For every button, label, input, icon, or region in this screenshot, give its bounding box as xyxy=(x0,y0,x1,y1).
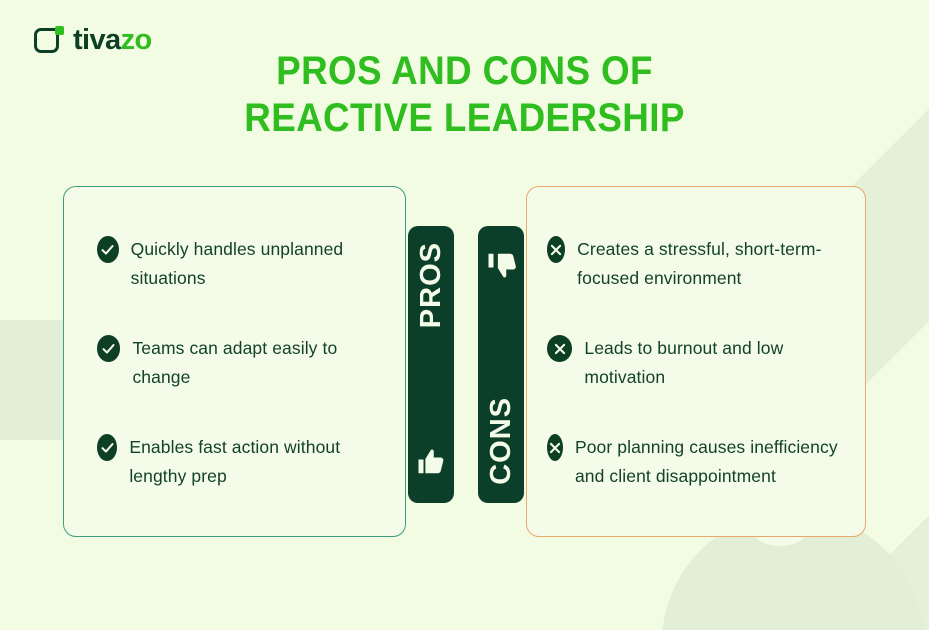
list-item: Quickly handles unplanned situations xyxy=(97,235,365,334)
page-title: Pros and Cons of Reactive Leadership xyxy=(37,48,892,142)
list-item-label: Enables fast action without lengthy prep xyxy=(129,437,341,486)
cons-list: Creates a stressful, short-term-focused … xyxy=(547,235,852,532)
brand-name: tivazo xyxy=(73,24,152,57)
tab-cons-label: CONS xyxy=(484,397,517,485)
tab-pros[interactable]: PROS xyxy=(408,226,454,503)
thumbs-down-icon xyxy=(486,250,516,280)
thumbs-up-icon xyxy=(416,447,446,477)
band-left-edge xyxy=(0,320,66,440)
rounded-square-bracket-icon xyxy=(34,25,64,56)
x-circle-icon xyxy=(547,335,573,362)
x-circle-icon xyxy=(547,434,563,461)
check-circle-icon xyxy=(97,434,118,461)
list-item-label: Creates a stressful, short-term-focused … xyxy=(577,239,822,288)
cons-card: Creates a stressful, short-term-focused … xyxy=(526,186,866,537)
brand-name-dark: tiva xyxy=(73,24,121,56)
brand-name-accent: zo xyxy=(120,24,153,56)
list-item: Teams can adapt easily to change xyxy=(97,334,365,433)
list-item: Enables fast action without lengthy prep xyxy=(97,433,365,532)
brand-logo[interactable]: tivazo xyxy=(34,24,152,57)
check-circle-icon xyxy=(97,236,119,263)
check-circle-icon xyxy=(97,335,121,362)
pros-list: Quickly handles unplanned situations Tea… xyxy=(97,235,365,532)
list-item-label: Teams can adapt easily to change xyxy=(132,338,338,387)
x-circle-icon xyxy=(547,236,566,263)
pros-card: Quickly handles unplanned situations Tea… xyxy=(63,186,406,537)
list-item-label: Poor planning causes inefficiency and cl… xyxy=(574,437,838,486)
list-item-label: Quickly handles unplanned situations xyxy=(130,239,344,288)
list-item: Creates a stressful, short-term-focused … xyxy=(547,235,852,334)
list-item: Leads to burnout and low motivation xyxy=(547,334,852,433)
list-item-label: Leads to burnout and low motivation xyxy=(584,338,784,387)
page-title-line-1: Pros and Cons of xyxy=(276,49,653,93)
tab-pros-label: PROS xyxy=(414,242,447,329)
list-item: Poor planning causes inefficiency and cl… xyxy=(547,433,852,532)
tab-cons[interactable]: CONS xyxy=(478,226,524,503)
page-title-line-2: Reactive Leadership xyxy=(244,96,685,140)
